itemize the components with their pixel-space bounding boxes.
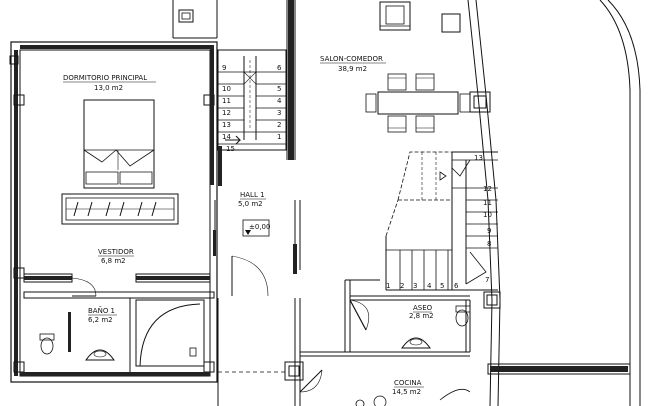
stair-step-2: 2 <box>277 121 281 129</box>
stair-main-r9: 9 <box>487 227 491 235</box>
stair-main-b1: 1 <box>386 282 390 290</box>
stair-step-10: 10 <box>222 85 231 93</box>
armchair-icon <box>379 1 411 31</box>
sink-icon <box>85 349 115 361</box>
bed-icon <box>83 99 155 189</box>
sink-aseo-icon <box>401 337 431 349</box>
stair-main <box>385 151 498 291</box>
room-vestidor-area: 6,8 m2 <box>101 257 126 265</box>
stair-step-3: 3 <box>277 109 281 117</box>
stair-main-b2: 2 <box>400 282 404 290</box>
level-mark: ±0,00 <box>242 219 270 237</box>
room-cocina-area: 14,5 m2 <box>392 388 421 396</box>
stair-main-top: 13 <box>474 154 483 162</box>
room-aseo-name: ASEO <box>413 304 433 312</box>
stair-main-r12: 12 <box>483 185 492 193</box>
stair-step-6: 6 <box>277 64 282 72</box>
door-swing-bath-icon <box>71 277 97 297</box>
stair-main-numbers: 13 12 11 10 9 8 7 1 2 3 4 5 6 <box>386 154 492 290</box>
bathtub-icon <box>135 299 205 367</box>
room-vestidor-name: VESTIDOR <box>98 248 134 256</box>
stair-main-r11: 11 <box>483 199 492 207</box>
curved-exterior-wall <box>467 0 641 406</box>
room-dormitorio-area: 13,0 m2 <box>94 84 123 92</box>
room-dormitorio-name: DORMITORIO PRINCIPAL <box>63 74 147 82</box>
stair-step-11: 11 <box>222 97 231 105</box>
stair-step-5: 5 <box>277 85 281 93</box>
stair-main-b5: 5 <box>440 282 444 290</box>
stair-upper <box>217 49 287 186</box>
stair-main-b3: 3 <box>413 282 417 290</box>
side-table-icon <box>441 13 461 33</box>
room-labels: DORMITORIO PRINCIPAL 13,0 m2 SALON-COMED… <box>63 55 434 396</box>
room-bano-area: 6,2 m2 <box>88 316 113 324</box>
room-salon-area: 38,9 m2 <box>338 65 367 73</box>
stair-main-r8: 8 <box>487 240 491 248</box>
interior-walls <box>23 0 471 406</box>
stair-step-4: 4 <box>277 97 282 105</box>
door-swing-aseo-icon <box>349 299 370 331</box>
stair-step-1: 1 <box>277 133 281 141</box>
room-aseo-area: 2,8 m2 <box>409 312 434 320</box>
room-bano-name: BAÑO 1 <box>88 306 115 315</box>
room-cocina-name: COCINA <box>394 379 422 387</box>
room-hall-name: HALL 1 <box>240 191 265 199</box>
stair-step-12: 12 <box>222 109 231 117</box>
deck-railing-pattern <box>490 366 628 372</box>
stair-main-b4: 4 <box>427 282 432 290</box>
dining-table-icon <box>365 73 471 133</box>
stair-step-14: 14 <box>222 133 231 141</box>
level-mark-value: ±0,00 <box>249 223 270 231</box>
wardrobe-icon <box>61 193 179 225</box>
stair-upper-numbers: 9 10 11 12 13 14 15 6 5 4 3 2 1 <box>222 64 282 153</box>
toilet-icon <box>39 333 55 355</box>
stair-main-r7: 7 <box>485 276 489 284</box>
stair-step-9: 9 <box>222 64 226 72</box>
toilet-aseo-icon <box>455 305 471 327</box>
room-hall-area: 5,0 m2 <box>238 200 263 208</box>
door-swing-hall-icon <box>231 255 269 297</box>
stair-step-15: 15 <box>226 145 235 153</box>
room-salon-name: SALON-COMEDOR <box>320 55 383 63</box>
stair-step-13: 13 <box>222 121 231 129</box>
stair-main-b6: 6 <box>454 282 459 290</box>
exterior-walls <box>9 0 218 383</box>
stair-main-r10: 10 <box>483 211 492 219</box>
kitchen-fixtures <box>355 388 471 406</box>
